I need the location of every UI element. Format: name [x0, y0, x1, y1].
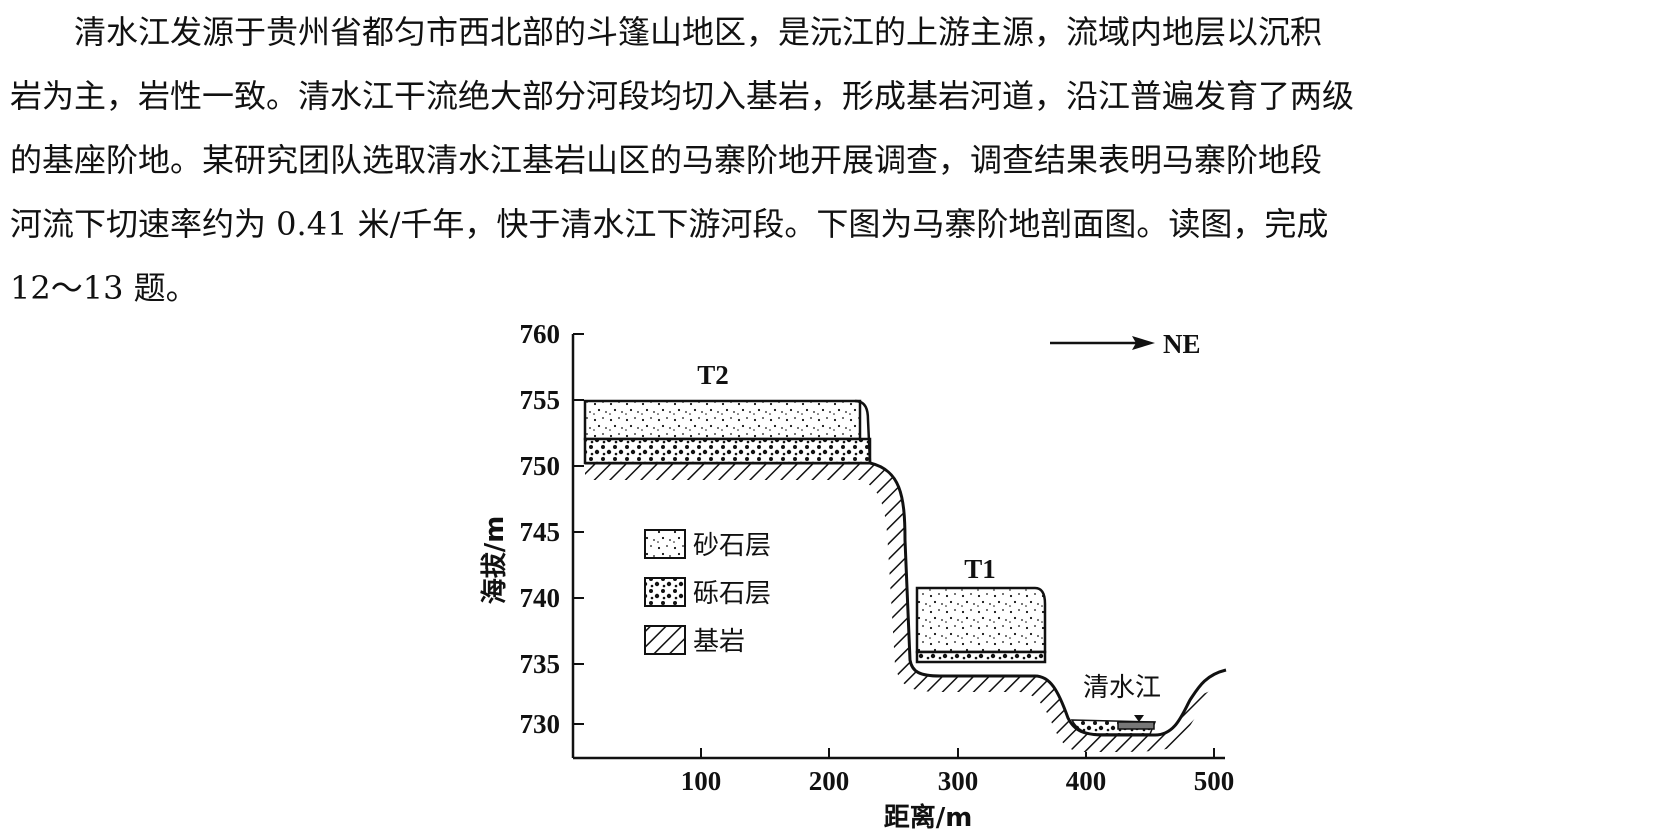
- x-ticks: [700, 748, 1215, 758]
- direction-label: NE: [1163, 329, 1201, 359]
- legend-label-bedrock: 基岩: [693, 627, 745, 657]
- t2-gravel-layer: [583, 437, 872, 465]
- passage-line-4: 河流下切速率约为 0.41 米/千年，快于清水江下游河段。下图为马寨阶地剖面图。…: [10, 205, 1329, 243]
- y-tick-label: 730: [520, 709, 561, 739]
- y-tick-label: 735: [520, 649, 561, 679]
- x-tick-label: 200: [809, 766, 850, 796]
- river-label: 清水江: [1083, 673, 1161, 703]
- legend-swatch-bedrock: [644, 625, 686, 655]
- legend-label-sand: 砂石层: [693, 531, 771, 561]
- passage-line-1: 清水江发源于贵州省都匀市西北部的斗篷山地区，是沅江的上游主源，流域内地层以沉积: [74, 13, 1323, 51]
- legend: 砂石层 砾石层 基岩: [644, 529, 771, 657]
- y-ticks: [573, 333, 584, 725]
- y-axis-title: 海拔/m: [480, 516, 510, 605]
- passage-line-3: 的基座阶地。某研究团队选取清水江基岩山区的马寨阶地开展调查，调查结果表明马寨阶地…: [10, 141, 1323, 179]
- direction-arrowhead-icon: [1132, 336, 1155, 350]
- x-axis-title: 距离/m: [884, 802, 973, 831]
- passage-line-5: 12～13 题。: [10, 269, 198, 307]
- y-tick-label: 760: [520, 319, 561, 349]
- x-tick-label: 400: [1066, 766, 1107, 796]
- y-tick-label: 740: [520, 583, 561, 613]
- y-tick-label: 750: [520, 451, 561, 481]
- x-tick-label: 500: [1194, 766, 1235, 796]
- t2-sand-layer: [583, 399, 862, 441]
- t2-label: T2: [697, 360, 729, 390]
- legend-label-gravel: 砾石层: [693, 579, 771, 609]
- x-tick-label: 100: [681, 766, 722, 796]
- y-tick-label: 745: [520, 517, 561, 547]
- river-water: [1117, 721, 1155, 730]
- x-tick-label: 300: [938, 766, 979, 796]
- t1-gravel-layer: [915, 650, 1047, 664]
- question-passage: 清水江发源于贵州省都匀市西北部的斗篷山地区，是沅江的上游主源，流域内地层以沉积 …: [10, 0, 1658, 320]
- x-tick-labels: 100 200 300 400 500: [681, 766, 1235, 796]
- t1-label: T1: [964, 554, 996, 584]
- profile-line: [585, 461, 1227, 737]
- legend-swatch-sand: [644, 529, 686, 559]
- bedrock-layer: [585, 463, 1212, 752]
- y-tick-labels: 760 755 750 745 740 735 730: [520, 319, 561, 739]
- water-level-icon: [1134, 715, 1144, 722]
- y-tick-label: 755: [520, 385, 561, 415]
- legend-swatch-gravel: [644, 577, 686, 607]
- t2-edge: [854, 399, 872, 464]
- passage-line-2: 岩为主，岩性一致。清水江干流绝大部分河段均切入基岩，形成基岩河道，沿江普遍发育了…: [10, 77, 1355, 115]
- t1-sand-layer: [915, 586, 1047, 654]
